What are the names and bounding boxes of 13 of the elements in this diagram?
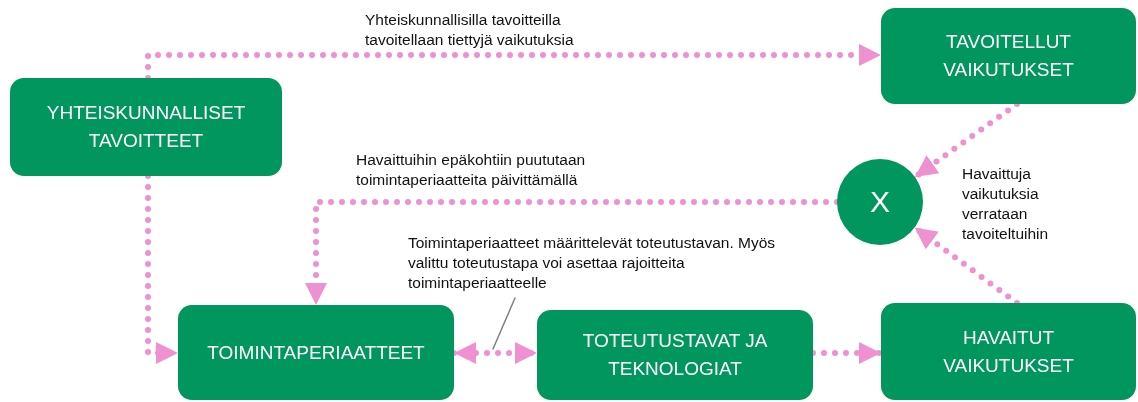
process-box [881, 8, 1136, 104]
arrow [912, 101, 1020, 180]
circle-symbol: X [870, 184, 890, 221]
process-box [178, 305, 454, 400]
box-label: HAVAITUT VAIKUTUKSET [942, 325, 1075, 378]
process-box [881, 303, 1136, 400]
box-label: TOIMINTAPERIAATTEET [207, 340, 425, 365]
box-label: TAVOITELLUT VAIKUTUKSET [942, 30, 1075, 82]
process-box [537, 310, 813, 400]
leader-line [492, 297, 516, 350]
box-label: TOTEUTUSTAVAT JA TEKNOLOGIAT [581, 329, 769, 381]
process-box [10, 78, 282, 176]
box-label: YHTEISKUNNALLISET TAVOITTEET [45, 101, 247, 153]
